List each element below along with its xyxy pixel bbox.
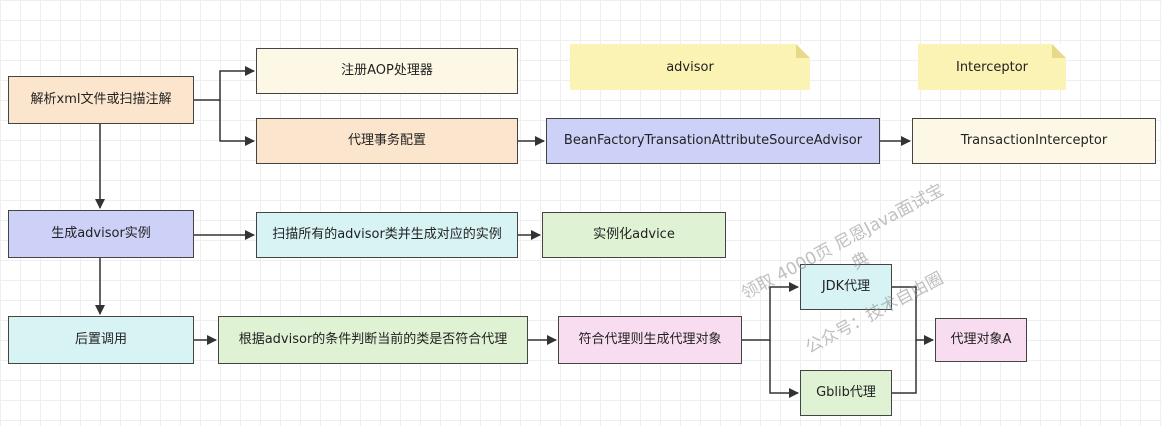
node-bean-factory-advisor: BeanFactoryTransationAttributeSourceAdvi… (546, 118, 880, 164)
edge-parse-proxyconfig (219, 100, 255, 146)
node-judge-condition: 根据advisor的条件判断当前的类是否符合代理 (218, 316, 528, 364)
node-gen-proxy-label: 符合代理则生成代理对象 (578, 331, 722, 347)
node-proxy-tx-config: 代理事务配置 (256, 118, 518, 164)
edge-parse-register (194, 66, 255, 101)
node-parse: 解析xml文件或扫描注解 (8, 76, 194, 124)
node-parse-label: 解析xml文件或扫描注解 (30, 91, 172, 107)
node-register-aop: 注册AOP处理器 (256, 48, 518, 94)
node-jdk-proxy-label: JDK代理 (821, 278, 871, 294)
node-gen-advisor: 生成advisor实例 (8, 210, 194, 258)
note-advisor: advisor (570, 44, 810, 90)
note-interceptor: Interceptor (918, 44, 1066, 90)
node-jdk-proxy: JDK代理 (800, 264, 892, 310)
node-scan-advisor: 扫描所有的advisor类并生成对应的实例 (256, 212, 518, 258)
node-proxy-object: 代理对象A (935, 318, 1027, 362)
note-advisor-label: advisor (666, 59, 714, 75)
node-post-call-label: 后置调用 (74, 331, 127, 347)
node-tx-interceptor: TransactionInterceptor (912, 118, 1156, 164)
note-fold-icon (1052, 44, 1066, 58)
node-post-call: 后置调用 (8, 316, 194, 364)
node-scan-advisor-label: 扫描所有的advisor类并生成对应的实例 (272, 226, 502, 242)
edge-jdk-proxyobject (892, 286, 934, 345)
note-fold-icon (796, 44, 810, 58)
edge-genproxy-cglib (769, 340, 799, 398)
node-proxy-object-label: 代理对象A (950, 331, 1012, 347)
node-instantiate-advice-label: 实例化advice (593, 226, 675, 242)
edge-cglib-proxyobject (892, 340, 917, 394)
node-gen-advisor-label: 生成advisor实例 (51, 225, 151, 241)
node-judge-condition-label: 根据advisor的条件判断当前的类是否符合代理 (238, 331, 508, 347)
node-bean-factory-advisor-label: BeanFactoryTransationAttributeSourceAdvi… (563, 132, 863, 148)
node-proxy-tx-config-label: 代理事务配置 (347, 132, 426, 148)
node-register-aop-label: 注册AOP处理器 (341, 62, 433, 78)
edge-genproxy-jdk (742, 282, 799, 341)
node-cglib-proxy-label: Gblib代理 (816, 384, 876, 400)
node-tx-interceptor-label: TransactionInterceptor (960, 132, 1108, 148)
note-interceptor-label: Interceptor (955, 59, 1029, 75)
node-instantiate-advice: 实例化advice (542, 212, 726, 258)
node-cglib-proxy: Gblib代理 (800, 370, 892, 416)
node-gen-proxy: 符合代理则生成代理对象 (558, 316, 742, 364)
